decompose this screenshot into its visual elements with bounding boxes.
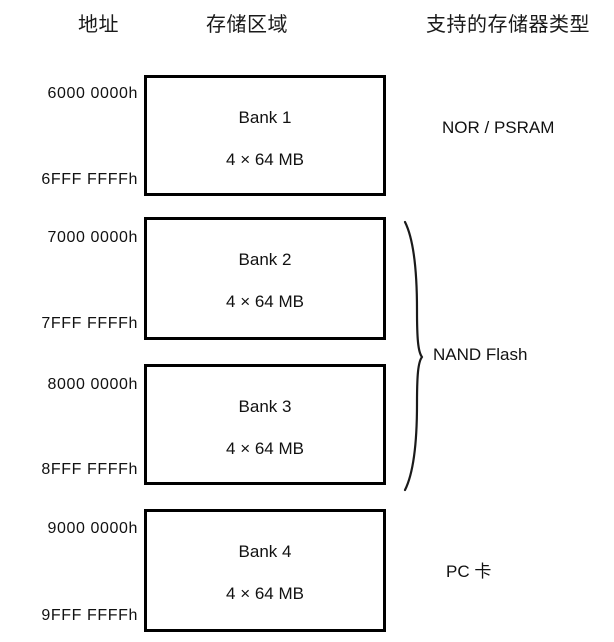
memory-type-label-pc-card: PC 卡: [446, 562, 491, 582]
pc-card-cjk: 卡: [474, 562, 492, 582]
address-bank2-start: 7000 0000h: [47, 229, 138, 246]
memory-type-label-nand-flash: NAND Flash: [433, 345, 528, 364]
bank4-size: 4 × 64 MB: [226, 584, 304, 603]
memory-type-label-nor-psram: NOR / PSRAM: [442, 118, 555, 137]
column-header-address: 地址: [78, 12, 119, 36]
bank2-size: 4 × 64 MB: [226, 292, 304, 311]
address-bank4-end: 9FFF FFFFh: [41, 607, 138, 624]
bank-box-3: Bank 3 4 × 64 MB: [144, 364, 386, 485]
address-bank4-start: 9000 0000h: [47, 520, 138, 537]
pc-card-prefix: PC: [446, 562, 475, 581]
address-bank1-start: 6000 0000h: [47, 85, 138, 102]
bank-box-2: Bank 2 4 × 64 MB: [144, 217, 386, 340]
address-bank1-end: 6FFF FFFFh: [41, 171, 138, 188]
bank4-name: Bank 4: [238, 542, 292, 561]
bank-box-4: Bank 4 4 × 64 MB: [144, 509, 386, 632]
bank2-name: Bank 2: [238, 250, 292, 269]
address-bank2-end: 7FFF FFFFh: [41, 315, 138, 332]
bank3-size: 4 × 64 MB: [226, 439, 304, 458]
bank-box-1: Bank 1 4 × 64 MB: [144, 75, 386, 196]
bank3-name: Bank 3: [238, 397, 292, 416]
address-bank3-end: 8FFF FFFFh: [41, 461, 138, 478]
column-header-supported-memory-type: 支持的存储器类型: [426, 12, 590, 36]
bank1-size: 4 × 64 MB: [226, 150, 304, 169]
curly-brace-icon: [403, 220, 424, 492]
column-header-storage-region: 存储区域: [206, 12, 288, 36]
bank1-name: Bank 1: [238, 108, 292, 127]
address-bank3-start: 8000 0000h: [47, 376, 138, 393]
